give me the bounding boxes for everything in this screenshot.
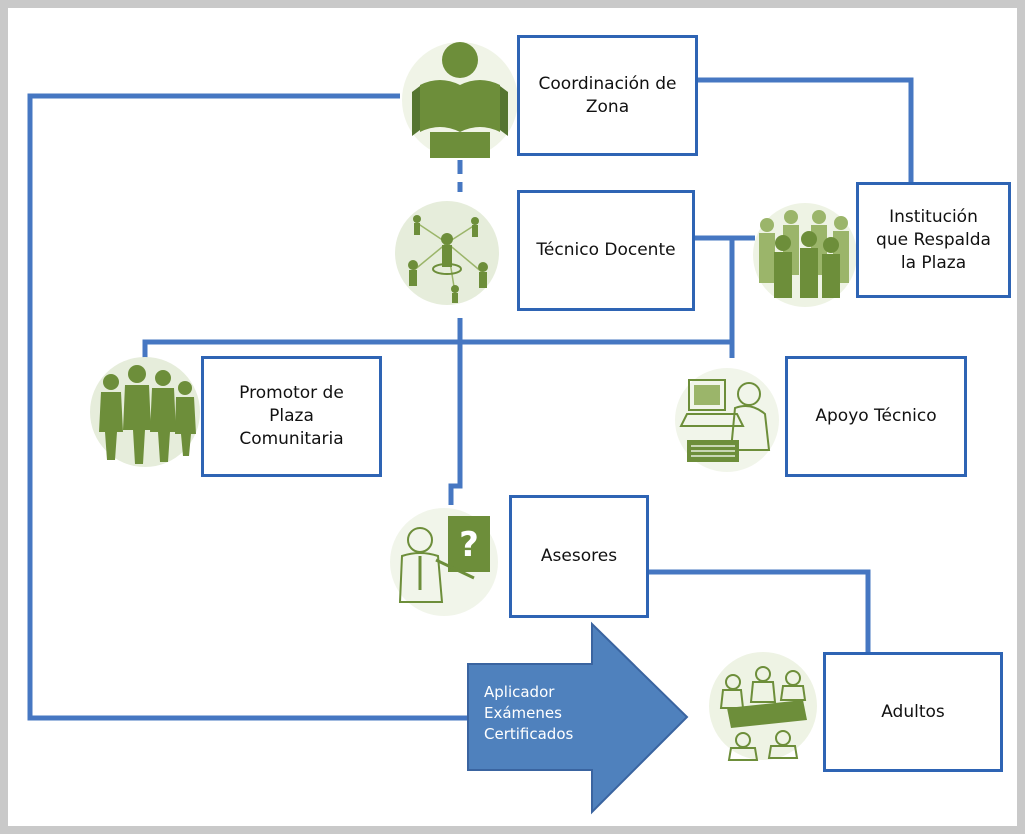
group-crowd-icon: [753, 203, 857, 307]
box-promotor-plaza-comunitaria: Promotor de Plaza Comunitaria: [201, 356, 382, 477]
aplicador-arrow-label: Aplicador Exámenes Certificados: [484, 683, 574, 743]
reading-person-icon: [402, 42, 518, 158]
svg-text:?: ?: [459, 525, 479, 565]
box-adultos: Adultos: [823, 652, 1003, 772]
connector-coordinacion-to-institucion: [698, 77, 914, 182]
box-institucion-respalda-plaza: Institución que Respalda la Plaza: [856, 182, 1011, 298]
classroom-table-icon: [709, 652, 817, 761]
connectors: [27, 77, 914, 721]
walking-people-icon: [90, 357, 200, 467]
box-asesores: Asesores: [509, 495, 649, 618]
teacher-blackboard-icon: ?: [390, 508, 498, 616]
computer-operator-icon: [675, 368, 779, 472]
box-coordinacion-de-zona: Coordinación de Zona: [517, 35, 698, 156]
box-apoyo-tecnico: Apoyo Técnico: [785, 356, 967, 477]
aplicador-arrow: [467, 621, 689, 815]
connector-promotor-branch: [142, 339, 732, 360]
box-tecnico-docente: Técnico Docente: [517, 190, 695, 311]
connector-tecnico-to-asesores: [448, 318, 463, 505]
connector-coordinacion-to-aplicador: [27, 93, 468, 721]
network-people-icon: [395, 201, 499, 305]
connector-asesores-to-adultos: [648, 569, 871, 652]
